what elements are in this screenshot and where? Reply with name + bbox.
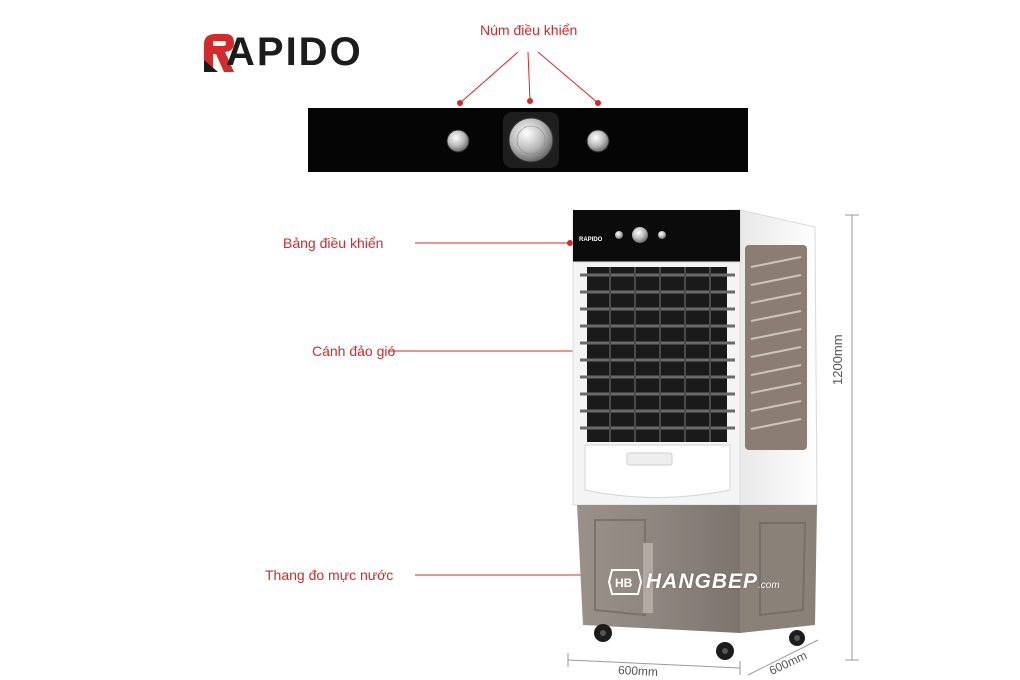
dimension-height: 1200mm (830, 334, 845, 385)
watermark-suffix: .com (758, 580, 780, 591)
air-cooler-illustration: RAPIDO (572, 209, 818, 660)
watermark-badge-icon: HB (608, 569, 642, 595)
brand-logo: APIDO (200, 28, 390, 78)
label-control-panel: Bảng điều khiển (283, 235, 384, 251)
brand-name: APIDO (226, 30, 363, 74)
control-panel-closeup (308, 108, 748, 172)
brand-r-icon (204, 34, 234, 72)
knob-right-icon (586, 129, 610, 153)
label-louver: Cánh đảo gió (312, 343, 396, 359)
label-control-knobs: Núm điều khiển (480, 22, 578, 38)
knob-center-icon (503, 112, 559, 168)
product-logo: RAPIDO (579, 237, 603, 243)
watermark-badge: HB (615, 576, 633, 590)
watermark-name: HANGBEP (646, 570, 759, 593)
dimension-width: 600mm (617, 662, 659, 680)
watermark-text: HANGBEP.com (646, 570, 780, 594)
label-water-gauge: Thang đo mực nước (265, 567, 394, 583)
knob-left-icon (446, 129, 470, 153)
